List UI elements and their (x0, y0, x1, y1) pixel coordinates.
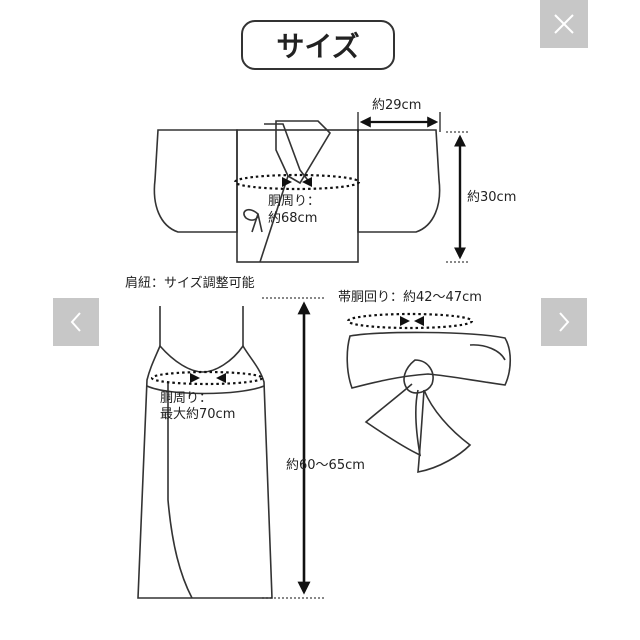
chevron-right-icon (559, 312, 570, 332)
page-title: サイズ (241, 20, 395, 70)
previous-image-button[interactable] (53, 298, 99, 346)
chevron-left-icon (70, 312, 81, 332)
dress-length-measure (262, 297, 326, 599)
jacket-sleeve-measure (357, 112, 441, 132)
close-icon (554, 14, 574, 34)
dress-waist-label-2: 最大約70cm (160, 407, 236, 422)
close-button[interactable] (540, 0, 588, 48)
sash-illustration (346, 331, 512, 473)
dress-illustration (137, 306, 273, 599)
next-image-button[interactable] (541, 298, 587, 346)
sash-waist-label: 帯胴回り：約42〜47cm (338, 290, 482, 305)
dress-strap-label: 肩紐：サイズ調整可能 (125, 276, 255, 291)
dress-waist-measure (150, 370, 264, 386)
jacket-waist-label-2: 約68cm (268, 211, 318, 226)
jacket-length-measure (446, 131, 470, 263)
sash-waist-measure (346, 312, 474, 330)
jacket-waist-label-1: 胴周り： (268, 194, 321, 209)
jacket-length-label: 約30cm (467, 190, 517, 205)
jacket-illustration (153, 120, 441, 263)
dress-length-label: 約60〜65cm (286, 458, 365, 473)
dress-waist-label-1: 胴周り： (160, 391, 213, 406)
jacket-sleeve-label: 約29cm (372, 98, 422, 113)
jacket-waist-measure (233, 173, 361, 191)
